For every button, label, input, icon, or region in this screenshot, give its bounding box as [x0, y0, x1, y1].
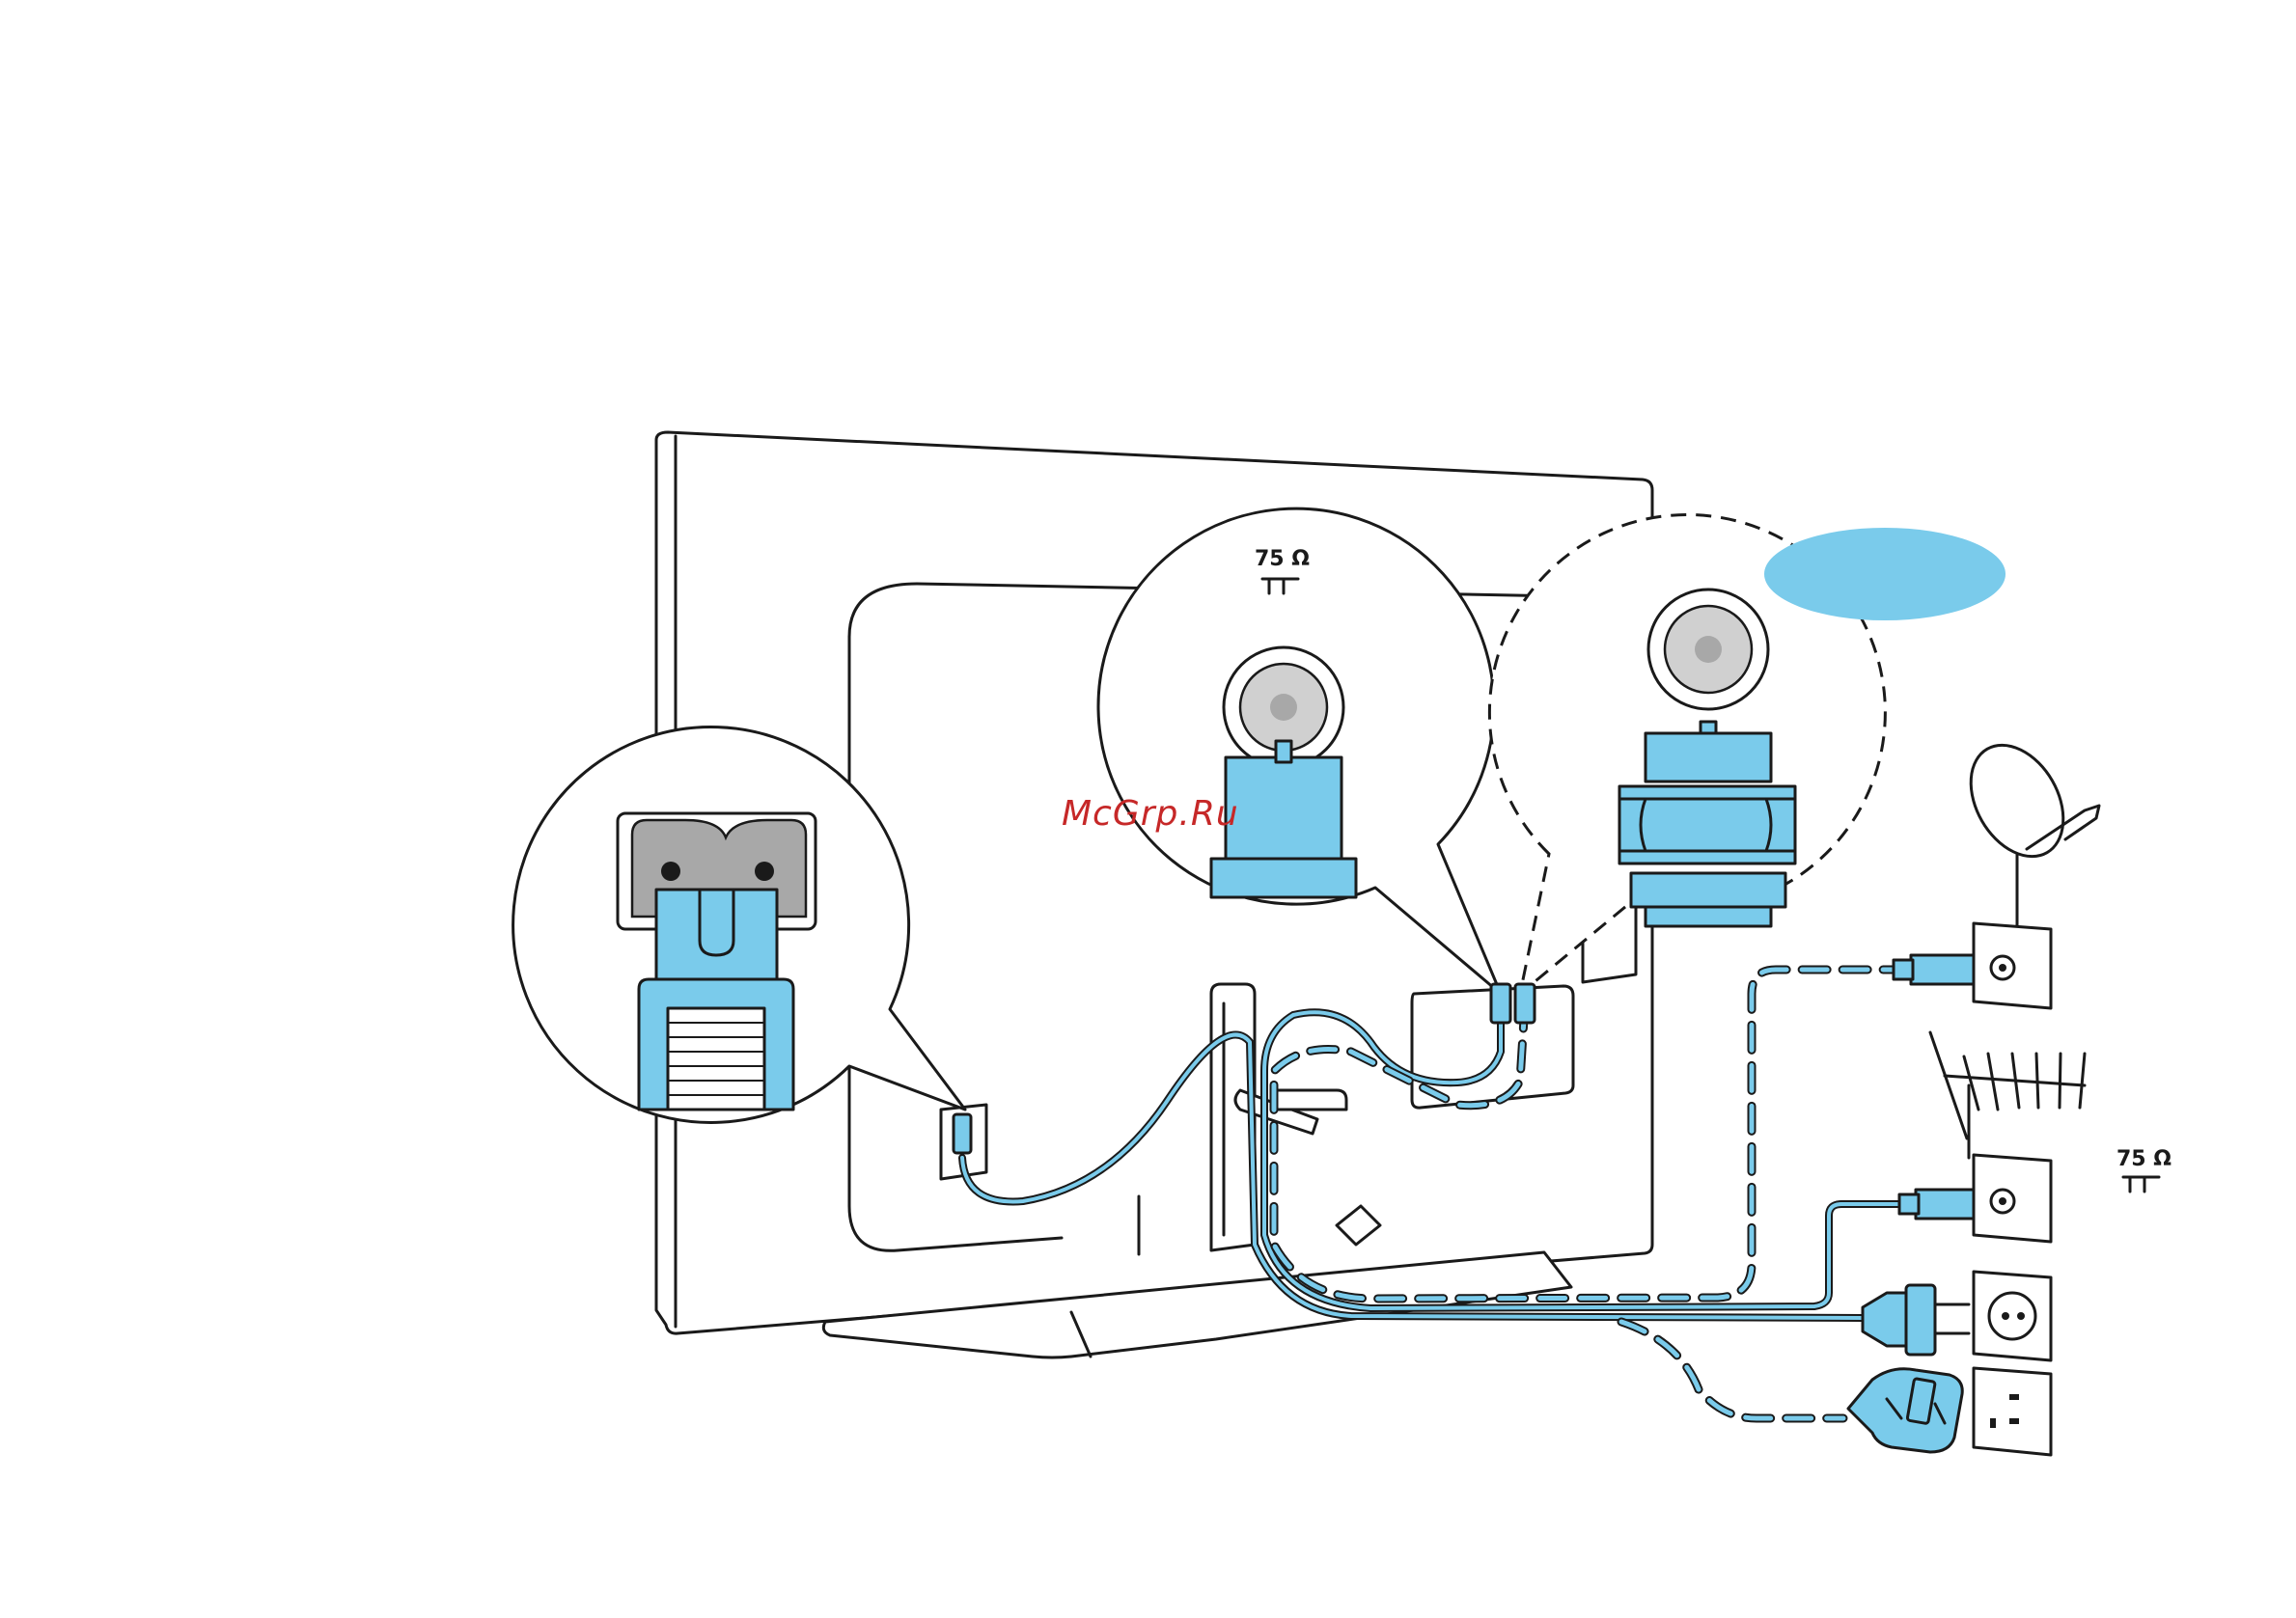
blue-label-blob — [1764, 528, 2006, 620]
satellite-dish-icon — [1952, 728, 2099, 926]
terrestrial-antenna-icon — [1930, 1032, 2085, 1158]
impedance-label-antenna: 75 Ω — [2116, 1147, 2172, 1171]
antenna-port-icon — [1211, 647, 1356, 897]
impedance-label-tv: 75 Ω — [1255, 547, 1310, 571]
antenna-wall-socket — [1899, 1155, 2051, 1242]
satellite-wall-socket — [1894, 923, 2051, 1008]
watermark-text: McGrp.Ru — [1062, 794, 1239, 834]
uk-power-cable-dashed — [1621, 1322, 1843, 1418]
euro-wall-socket — [1974, 1272, 2051, 1360]
uk-wall-socket — [1974, 1368, 2051, 1455]
euro-plug-icon — [1863, 1285, 1969, 1355]
power-inlet-icon — [639, 890, 793, 1110]
coax-adapter-callout — [1489, 514, 2006, 994]
uk-plug-icon — [1848, 1369, 1962, 1452]
